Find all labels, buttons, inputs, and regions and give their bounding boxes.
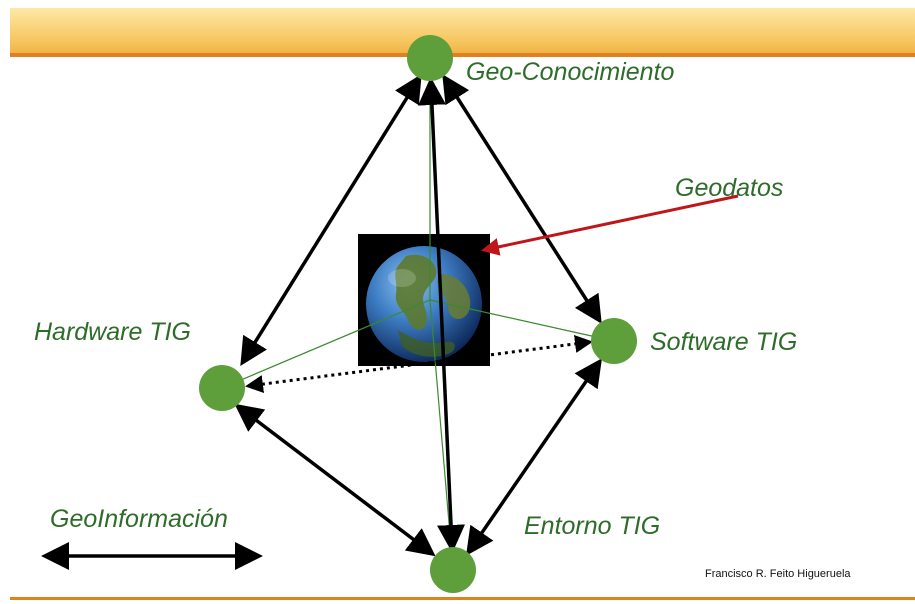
header-bar <box>10 8 915 56</box>
center-spoke-software <box>429 299 615 342</box>
node-entorno <box>430 547 476 593</box>
node-hardware <box>199 365 245 411</box>
geodatos-pointer <box>481 194 739 256</box>
edge-software-entorno <box>466 358 602 556</box>
node-software <box>591 318 637 364</box>
label-hardware: Hardware TIG <box>34 318 191 346</box>
edge-top-hardware <box>240 74 422 366</box>
label-geodatos: Geodatos <box>675 174 784 202</box>
edge-hardware-entorno <box>234 403 436 557</box>
label-software: Software TIG <box>650 328 798 356</box>
edge-top-entorno <box>417 77 466 553</box>
author-credit: Francisco R. Feito Higueruela <box>705 568 851 580</box>
node-geo-conocimiento <box>407 35 453 81</box>
label-entorno: Entorno TIG <box>524 512 661 540</box>
legend-label: GeoInformación <box>50 505 228 533</box>
footer-divider <box>10 597 915 600</box>
label-geo-conocimiento: Geo-Conocimiento <box>466 58 675 86</box>
edge-top-software <box>442 74 602 324</box>
header-divider <box>10 53 915 57</box>
edge-hardware-software-dotted <box>245 334 593 394</box>
